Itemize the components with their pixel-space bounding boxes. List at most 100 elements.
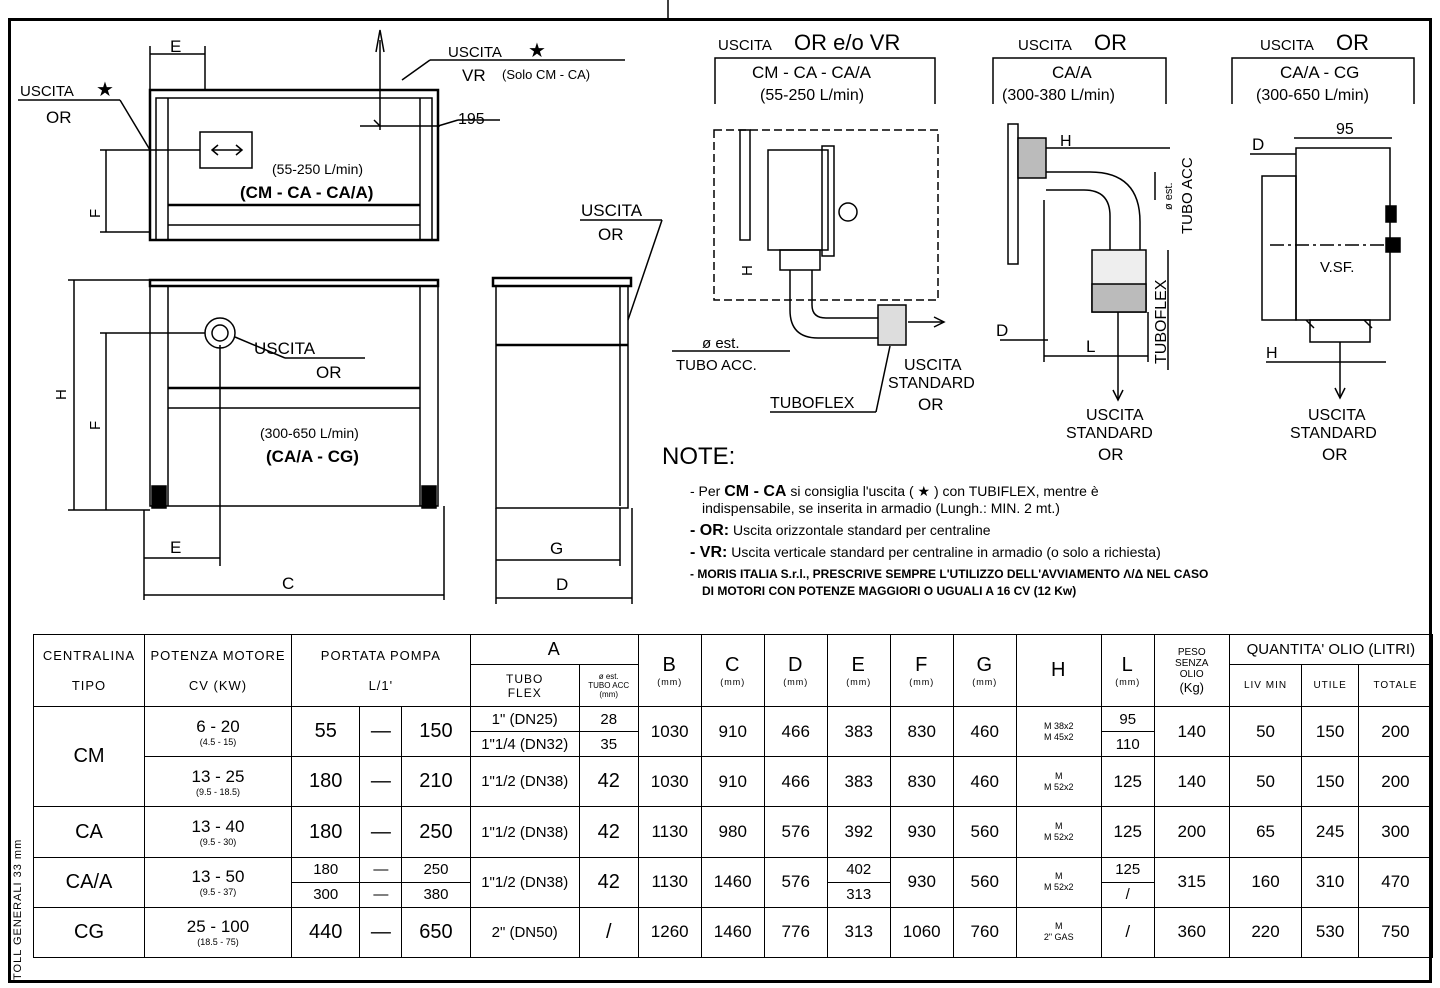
notes-title: NOTE: — [662, 443, 736, 470]
detail-or-vr: USCITA OR e/o VR CM - CA - CA/A (55-250 … — [672, 30, 975, 414]
tipo-caa: CA/A — [33, 856, 145, 908]
col-l: L(mm) — [1100, 633, 1155, 708]
tipo-cm: CM — [33, 706, 145, 808]
top-view: E USCITA ★ OR USCITA ★ VR (Solo CM - CA)… — [18, 29, 625, 242]
cell-cv: 6 - 20(4.5 - 15) — [144, 706, 292, 758]
table-row: CA/A 13 - 50(9.5 - 37) 180 — 250 1"1/2 (… — [33, 856, 1434, 908]
front-flow-label: (300-650 L/min) — [260, 425, 359, 441]
d2-heading-small: USCITA — [1018, 37, 1072, 54]
d1-flow: (55-250 L/min) — [760, 87, 864, 104]
tipo-ca: CA — [33, 806, 145, 858]
d3-models: CA/A - CG — [1280, 63, 1359, 82]
table-row: CM 6 - 20(4.5 - 15) 55 — 150 1" (DN25) 2… — [33, 706, 1434, 808]
col-utile: UTILE — [1301, 664, 1359, 708]
d3-out2: STANDARD — [1290, 425, 1377, 442]
side-or-label: OR — [598, 225, 624, 244]
top-models-label: (CM - CA - CA/A) — [240, 183, 373, 202]
star-icon: ★ — [96, 79, 114, 101]
side-margin-text: TOLL GENERALI 33 mm — [12, 838, 24, 980]
d1-out3: OR — [918, 395, 944, 414]
dim-e-front: E — [170, 538, 181, 557]
dim-c: C — [282, 574, 294, 593]
dim-195: 195 — [458, 111, 485, 128]
d1-models: CM - CA - CA/A — [752, 63, 872, 82]
d1-out1: USCITA — [904, 357, 962, 374]
d3-flow: (300-650 L/min) — [1256, 87, 1369, 104]
detail-or-caa-cg: USCITA OR CA/A - CG (300-650 L/min) D 95… — [1231, 30, 1415, 464]
d1-tubo-acc: TUBO ACC. — [676, 357, 757, 374]
star-icon-vr: ★ — [528, 40, 546, 62]
d2-out2: STANDARD — [1066, 425, 1153, 442]
note-4: - MORIS ITALIA S.r.l., PRESCRIVE SEMPRE … — [690, 567, 1209, 598]
vr-label: VR — [462, 66, 486, 85]
col-olio: QUANTITA' OLIO (LITRI) — [1228, 633, 1434, 666]
col-totale: TOTALE — [1357, 664, 1434, 708]
d2-est: ø est. — [1163, 182, 1175, 210]
col-f: F(mm) — [889, 633, 954, 708]
col-e: E(mm) — [826, 633, 891, 708]
dim-f-top: F — [87, 209, 104, 218]
drawing-frame — [8, 18, 1432, 983]
d1-heading-big: OR e/o VR — [794, 30, 900, 55]
note-3: - VR: Uscita verticale standard per cent… — [690, 544, 1161, 561]
tipo-cg: CG — [33, 906, 145, 959]
note-2: - OR: Uscita orizzontale standard per ce… — [690, 522, 991, 539]
d3-heading-small: USCITA — [1260, 37, 1314, 54]
col-h: H — [1015, 633, 1102, 708]
d2-out1: USCITA — [1086, 407, 1144, 424]
side-uscita-label: USCITA — [581, 201, 643, 220]
front-or-label: OR — [316, 363, 342, 382]
d2-dim-d: D — [996, 321, 1008, 340]
d3-dim-d: D — [1252, 135, 1264, 154]
front-view: USCITA OR (300-650 L/min) (CA/A - CG) H … — [53, 278, 445, 600]
col-a-est: ø est.TUBO ACC(mm) — [578, 664, 639, 708]
d1-out2: STANDARD — [888, 375, 975, 392]
d2-heading-big: OR — [1094, 30, 1127, 55]
d2-dim-l: L — [1086, 337, 1095, 356]
d2-dim-h: H — [1060, 133, 1072, 150]
notes-block: NOTE: - Per CM - CA si consiglia l'uscit… — [662, 443, 1402, 605]
table-row: CG 25 - 100(18.5 - 75) 440 — 650 2" (DN5… — [33, 906, 1434, 959]
col-a: A — [469, 633, 639, 666]
cell-cv: 25 - 100(18.5 - 75) — [144, 906, 292, 959]
cell-cv: 13 - 25(9.5 - 18.5) — [144, 756, 292, 808]
dim-h-front: H — [53, 389, 70, 400]
col-g: G(mm) — [952, 633, 1017, 708]
col-c: C(mm) — [700, 633, 765, 708]
technical-drawing: E USCITA ★ OR USCITA ★ VR (Solo CM - CA)… — [18, 0, 1415, 604]
d2-tuboflex: TUBOFLEX — [1153, 279, 1170, 364]
d2-models: CA/A — [1052, 63, 1092, 82]
col-b: B(mm) — [637, 633, 702, 708]
dim-g: G — [550, 539, 563, 558]
col-livmin: LIV MIN — [1228, 664, 1303, 708]
table-row: 13 - 25(9.5 - 18.5) 180 — 210 1"1/2 (DN3… — [34, 756, 1434, 808]
cell-cv: 13 - 50(9.5 - 37) — [144, 856, 292, 908]
dim-f-front: F — [87, 421, 104, 430]
top-flow-label: (55-250 L/min) — [272, 161, 363, 177]
d3-out3: OR — [1322, 445, 1348, 464]
d1-est: ø est. — [702, 335, 740, 352]
d3-heading-big: OR — [1336, 30, 1369, 55]
d3-dim-h: H — [1266, 345, 1278, 362]
vr-note: (Solo CM - CA) — [502, 67, 590, 82]
side-view: USCITA OR G D — [491, 201, 663, 604]
front-uscita-label: USCITA — [254, 339, 316, 358]
uscita-star-label: USCITA — [20, 83, 74, 100]
front-models-label: (CA/A - CG) — [266, 447, 359, 466]
dim-d: D — [556, 575, 568, 594]
dim-e-top: E — [170, 37, 181, 56]
d3-vsf: V.SF. — [1320, 259, 1354, 276]
d2-tubo-acc: TUBO ACC — [1179, 157, 1196, 234]
table-row: CA 13 - 40(9.5 - 30) 180 — 250 1"1/2 (DN… — [33, 806, 1434, 858]
d2-out3: OR — [1098, 445, 1124, 464]
note-1: - Per CM - CA si consiglia l'uscita ( ★ … — [690, 483, 1099, 516]
d3-dim-95: 95 — [1336, 121, 1354, 138]
